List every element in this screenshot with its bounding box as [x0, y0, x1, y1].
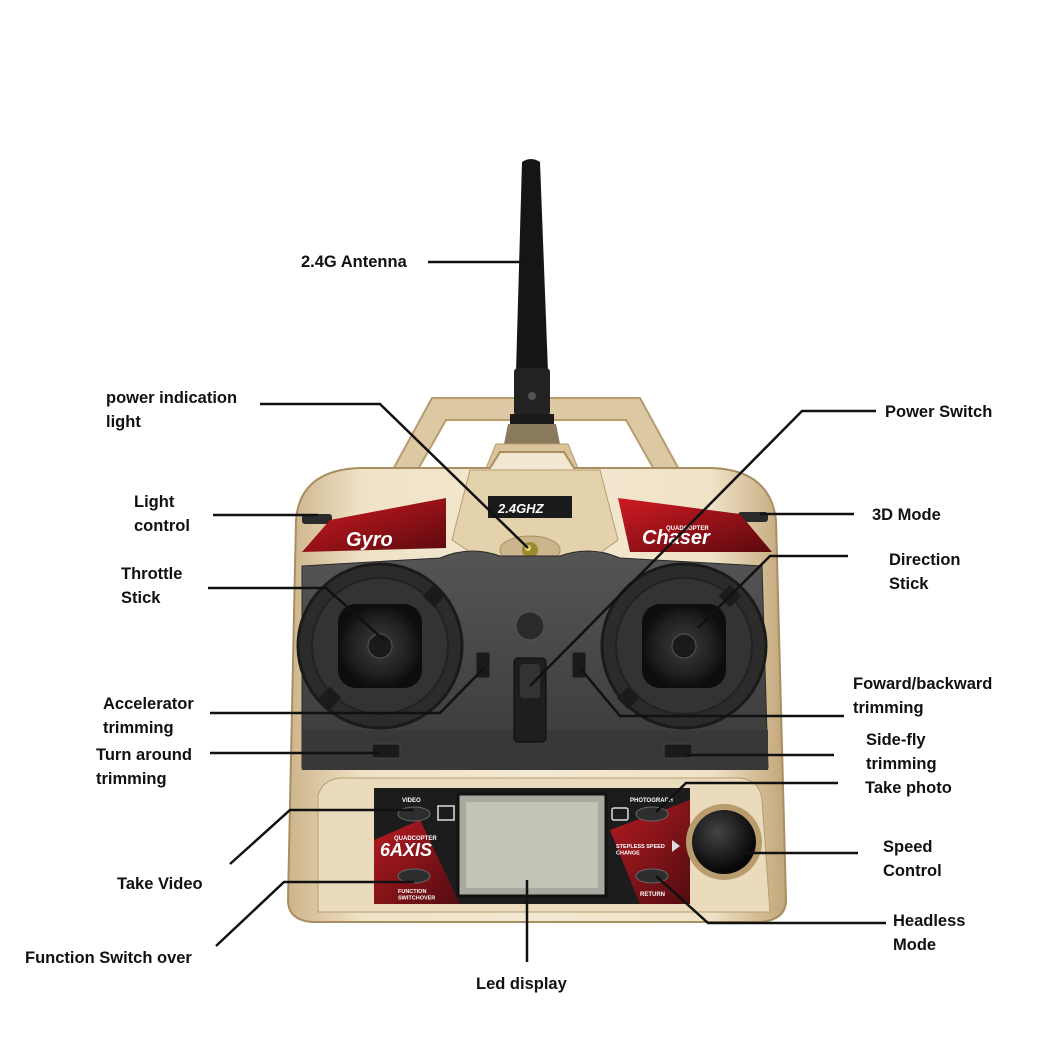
- band-badge: [488, 496, 572, 518]
- label-accelerator-trimming: Accelerator trimming: [103, 695, 194, 737]
- label-turn-around-trimming: Turn around trimming: [96, 746, 192, 788]
- direction-stick-leader: [697, 554, 848, 629]
- left-brand-text: Gyro: [346, 529, 393, 551]
- side-fly-trim-slider[interactable]: [663, 743, 693, 759]
- throttle-stick[interactable]: [296, 562, 464, 730]
- label-power-indication-light: power indication light: [106, 389, 238, 431]
- left-brand-stripe: Gyro: [302, 498, 446, 552]
- direction-stick[interactable]: [600, 562, 768, 730]
- accelerator-trim-leader: [210, 667, 485, 715]
- panel-logo-sub: QUADCOPTER: [394, 836, 437, 842]
- return-button-label: RETURN: [640, 892, 665, 898]
- forward-backward-trim-leader: [579, 667, 844, 718]
- led-display: [456, 792, 608, 898]
- turn-around-trim-slider[interactable]: [371, 743, 401, 759]
- label-take-photo: Take photo: [865, 779, 952, 797]
- label-function-switch-over: Function Switch over: [25, 949, 192, 967]
- photograph-button[interactable]: PHOTOGRAPH: [611, 798, 673, 822]
- antenna: [485, 159, 579, 469]
- power-switch[interactable]: [513, 657, 547, 743]
- panel-logo-text: 6AXIS: [380, 840, 432, 860]
- video-button-label: VIDEO: [402, 798, 421, 804]
- take-photo-leader: [655, 781, 838, 813]
- center-screw: [515, 611, 545, 641]
- label-take-video: Take Video: [117, 875, 203, 893]
- power-switch-leader: [529, 409, 876, 687]
- label-light-control: Light control: [134, 493, 190, 535]
- photograph-button-label: PHOTOGRAPH: [630, 798, 673, 804]
- panel-logo: 6AXIS QUADCOPTER: [380, 836, 437, 860]
- label-3d-mode: 3D Mode: [872, 506, 941, 524]
- label-direction-stick: Direction Stick: [889, 551, 961, 593]
- photo-camera-icon: [611, 807, 629, 821]
- power-light-leader: [260, 402, 529, 549]
- take-video-leader: [229, 808, 414, 865]
- label-speed-control: Speed Control: [883, 838, 942, 880]
- label-power-switch: Power Switch: [885, 403, 993, 421]
- label-side-fly-trimming: Side-fly trimming: [866, 731, 937, 773]
- speed-control-knob[interactable]: [686, 804, 762, 880]
- label-headless-mode: Headless Mode: [893, 912, 966, 954]
- label-led-display: Led display: [476, 975, 567, 993]
- headless-mode-leader: [655, 875, 886, 925]
- light-control-button[interactable]: [302, 514, 332, 524]
- label-throttle-stick: Throttle Stick: [121, 565, 183, 607]
- throttle-stick-leader: [208, 586, 385, 641]
- label-antenna: 2.4G Antenna: [301, 253, 407, 271]
- right-brand-sub: QUADCOPTER: [666, 526, 709, 532]
- label-forward-backward-trimming: Foward/backward trimming: [853, 675, 993, 717]
- function-switch-leader: [215, 880, 414, 947]
- leader-lines: [208, 260, 886, 962]
- video-camera-icon: [437, 805, 455, 821]
- band-badge-text: 2.4GHZ: [497, 501, 545, 516]
- arrow-right-icon: [672, 840, 680, 852]
